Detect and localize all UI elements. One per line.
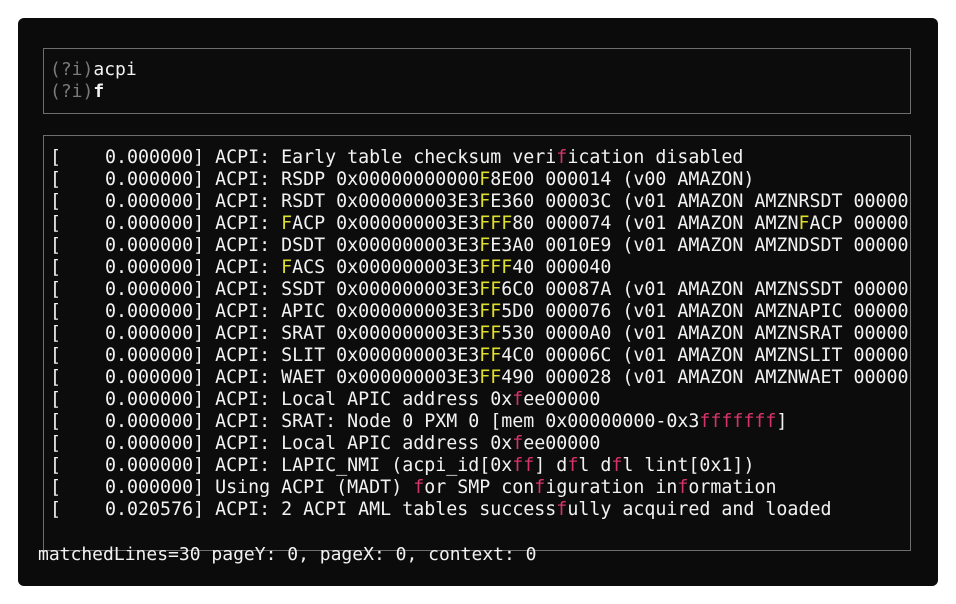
log-line: [ 0.000000] ACPI: DSDT 0x000000003E3FE3A… (50, 235, 910, 257)
match-highlight: F (281, 257, 293, 278)
log-text: [ 0.000000] ACPI: Early table checksum v… (50, 147, 557, 168)
log-line: [ 0.000000] Using ACPI (MADT) for SMP co… (50, 477, 910, 499)
log-text: [ 0.000000] ACPI: SRAT 0x000000003E3 (50, 323, 480, 344)
match-highlight: F (281, 213, 293, 234)
match-highlight: ff (512, 455, 535, 476)
log-text: [ 0.000000] ACPI: RSDP 0x00000000000 (50, 169, 480, 190)
match-highlight: F (479, 191, 491, 212)
log-text: ee00000 (523, 389, 601, 410)
match-highlight: f (556, 499, 568, 520)
log-line: [ 0.000000] ACPI: WAET 0x000000003E3FF49… (50, 367, 910, 389)
log-text: [ 0.000000] ACPI: APIC 0x000000003E3 (50, 301, 480, 322)
case-insensitive-flag: (?i) (50, 81, 94, 102)
match-highlight: FF (479, 345, 502, 366)
log-text: [ 0.000000] ACPI: LAPIC_NMI (acpi_id[0x (50, 455, 513, 476)
match-highlight: f (534, 477, 546, 498)
terminal-window: (?i)acpi (?i)f [ 0.000000] ACPI: Early t… (18, 18, 938, 586)
log-text: E3A0 0010E9 (v01 AMAZON AMZNDSDT 00000 (490, 235, 909, 256)
match-highlight: FFF (479, 213, 513, 234)
log-line: [ 0.000000] ACPI: Local APIC address 0xf… (50, 389, 910, 411)
log-text: 6C0 00087A (v01 AMAZON AMZNSSDT 00000 (501, 279, 909, 300)
log-line: [ 0.000000] ACPI: RSDT 0x000000003E3FE36… (50, 191, 910, 213)
query-text: acpi (93, 59, 137, 80)
query-input-box[interactable]: (?i)acpi (?i)f (43, 48, 911, 114)
log-line: [ 0.000000] ACPI: Early table checksum v… (50, 147, 910, 169)
log-text: l lint[0x1]) (622, 455, 755, 476)
log-text: [ 0.000000] ACPI: Local APIC address 0x (50, 433, 513, 454)
match-highlight: FF (479, 301, 502, 322)
match-highlight: f (611, 455, 623, 476)
log-text: ee00000 (523, 433, 601, 454)
log-text: l d (578, 455, 612, 476)
match-highlight: F (479, 235, 491, 256)
match-highlight: F (479, 169, 491, 190)
log-text: [ 0.000000] ACPI: SRAT: Node 0 PXM 0 [me… (50, 411, 700, 432)
log-text: iguration in (545, 477, 678, 498)
match-highlight: f (512, 389, 524, 410)
log-text: ACP 00000 (809, 213, 909, 234)
log-text: ication disabled (567, 147, 744, 168)
log-line: [ 0.000000] ACPI: SLIT 0x000000003E3FF4C… (50, 345, 910, 367)
log-text: [ 0.000000] ACPI: (50, 257, 282, 278)
log-text: [ 0.000000] ACPI: SSDT 0x000000003E3 (50, 279, 480, 300)
log-text: 5D0 000076 (v01 AMAZON AMZNAPIC 00000 (501, 301, 909, 322)
match-highlight: f (413, 477, 425, 498)
log-text: ACS 0x000000003E3 (292, 257, 480, 278)
match-highlight: FF (479, 279, 502, 300)
log-line: [ 0.000000] ACPI: FACS 0x000000003E3FFF4… (50, 257, 910, 279)
case-insensitive-flag: (?i) (50, 59, 94, 80)
log-line: [ 0.000000] ACPI: FACP 0x000000003E3FFF8… (50, 213, 910, 235)
log-line: [ 0.000000] ACPI: LAPIC_NMI (acpi_id[0xf… (50, 455, 910, 477)
match-highlight: f (677, 477, 689, 498)
log-line: [ 0.000000] ACPI: SSDT 0x000000003E3FF6C… (50, 279, 910, 301)
query-line-2[interactable]: (?i)f (50, 81, 104, 103)
log-line: [ 0.000000] ACPI: RSDP 0x00000000000F8E0… (50, 169, 910, 191)
log-text: or SMP con (424, 477, 535, 498)
log-text: 8E00 000014 (v00 AMAZON) (490, 169, 755, 190)
log-text: 530 0000A0 (v01 AMAZON AMZNSRAT 00000 (501, 323, 909, 344)
log-text: ] d (534, 455, 568, 476)
log-text: ACP 0x000000003E3 (292, 213, 480, 234)
query-line-1[interactable]: (?i)acpi (50, 59, 137, 81)
match-highlight: FF (479, 323, 502, 344)
match-highlight: f (512, 433, 524, 454)
log-text: [ 0.000000] ACPI: Local APIC address 0x (50, 389, 513, 410)
log-line: [ 0.000000] ACPI: Local APIC address 0xf… (50, 433, 910, 455)
log-text: [ 0.000000] ACPI: DSDT 0x000000003E3 (50, 235, 480, 256)
log-text: ] (776, 411, 788, 432)
match-highlight: f (556, 147, 568, 168)
match-highlight: F (798, 213, 810, 234)
match-highlight: FFF (479, 257, 513, 278)
log-line: [ 0.020576] ACPI: 2 ACPI AML tables succ… (50, 499, 910, 521)
log-output-pane[interactable]: [ 0.000000] ACPI: Early table checksum v… (43, 135, 911, 551)
log-text: [ 0.000000] Using ACPI (MADT) (50, 477, 414, 498)
log-lines: [ 0.000000] ACPI: Early table checksum v… (50, 147, 910, 521)
log-text: 490 000028 (v01 AMAZON AMZNWAET 00000 (501, 367, 909, 388)
log-line: [ 0.000000] ACPI: APIC 0x000000003E3FF5D… (50, 301, 910, 323)
query-text: f (93, 81, 105, 102)
log-text: 4C0 00006C (v01 AMAZON AMZNSLIT 00000 (501, 345, 909, 366)
match-highlight: FF (479, 367, 502, 388)
status-bar: matchedLines=30 pageY: 0, pageX: 0, cont… (38, 544, 537, 565)
log-text: ormation (688, 477, 777, 498)
log-text: ully acquired and loaded (567, 499, 832, 520)
match-highlight: f (567, 455, 579, 476)
log-line: [ 0.000000] ACPI: SRAT 0x000000003E3FF53… (50, 323, 910, 345)
log-text: 80 000074 (v01 AMAZON AMZN (512, 213, 799, 234)
log-text: [ 0.020576] ACPI: 2 ACPI AML tables succ… (50, 499, 557, 520)
log-text: [ 0.000000] ACPI: SLIT 0x000000003E3 (50, 345, 480, 366)
log-text: [ 0.000000] ACPI: (50, 213, 282, 234)
log-text: 40 000040 (512, 257, 612, 278)
log-line: [ 0.000000] ACPI: SRAT: Node 0 PXM 0 [me… (50, 411, 910, 433)
log-text: [ 0.000000] ACPI: WAET 0x000000003E3 (50, 367, 480, 388)
log-text: E360 00003C (v01 AMAZON AMZNRSDT 00000 (490, 191, 909, 212)
log-text: [ 0.000000] ACPI: RSDT 0x000000003E3 (50, 191, 480, 212)
match-highlight: fffffff (699, 411, 777, 432)
